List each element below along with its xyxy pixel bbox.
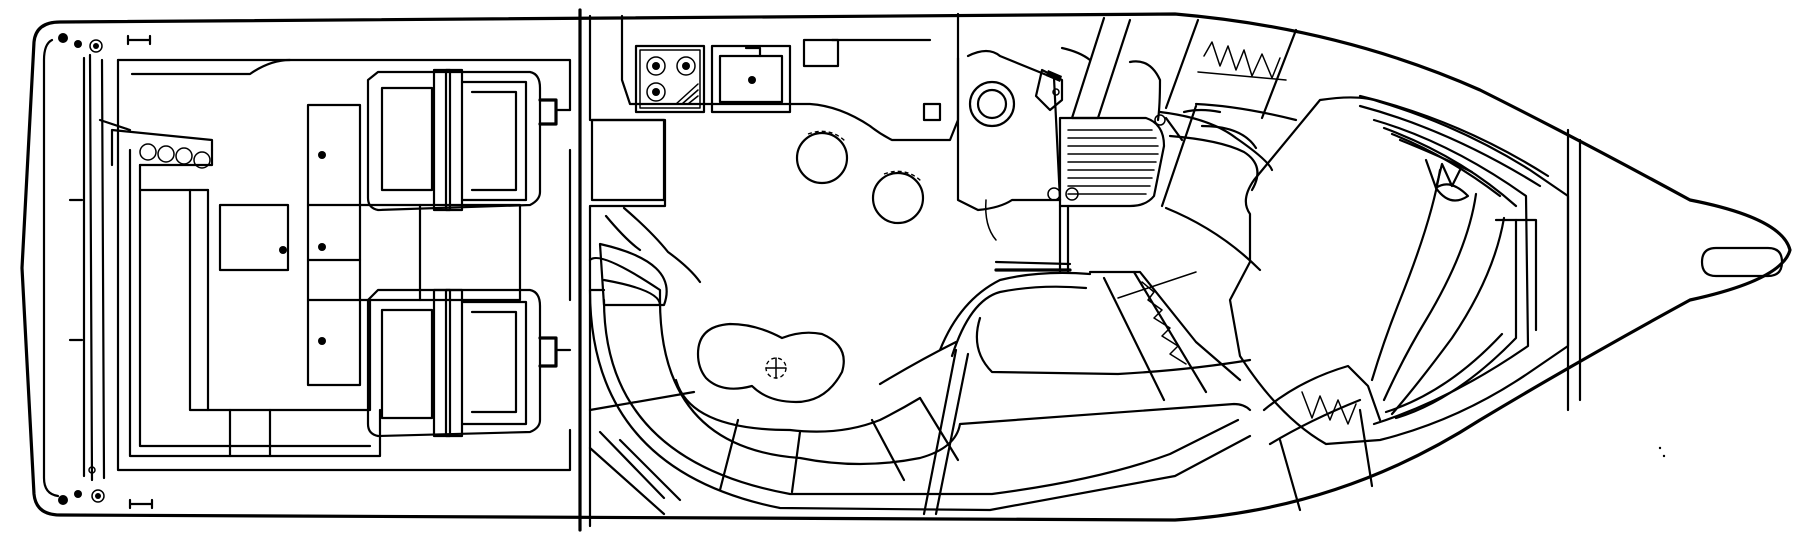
galley-stools [795, 130, 925, 225]
salon-table [696, 322, 845, 404]
aft-table [218, 203, 290, 272]
salon-sofa [588, 242, 1252, 512]
aft-seat-lower [366, 288, 572, 438]
bulkheads [578, 8, 667, 532]
aft-lounge-seating [98, 118, 382, 458]
transom-hardware [58, 33, 154, 510]
galley-sink [718, 46, 784, 104]
head-compartment [956, 46, 1092, 241]
bow-markings [1658, 446, 1666, 458]
salon-rail [922, 271, 1092, 516]
forward-companionway [1070, 16, 1222, 208]
aft-cabin-doors [306, 103, 522, 387]
port-walkway [1158, 110, 1274, 272]
hull-outline [20, 12, 1792, 522]
stove-cooktop [639, 49, 701, 109]
forward-steps-bow [1262, 364, 1382, 512]
aft-seat-upper [366, 68, 572, 212]
anchor-locker [1566, 128, 1582, 412]
bow-eye [1700, 246, 1784, 278]
shower-grate [994, 116, 1166, 274]
galley-counter [620, 12, 960, 142]
galley-cabinet [590, 118, 666, 202]
forward-steps-upper [1164, 18, 1298, 122]
storage-hatch [588, 430, 682, 516]
salon-step-curve [604, 206, 1252, 386]
forward-steps-lower [1088, 270, 1242, 402]
aft-cabin [116, 58, 572, 472]
v-berth [1228, 94, 1570, 446]
